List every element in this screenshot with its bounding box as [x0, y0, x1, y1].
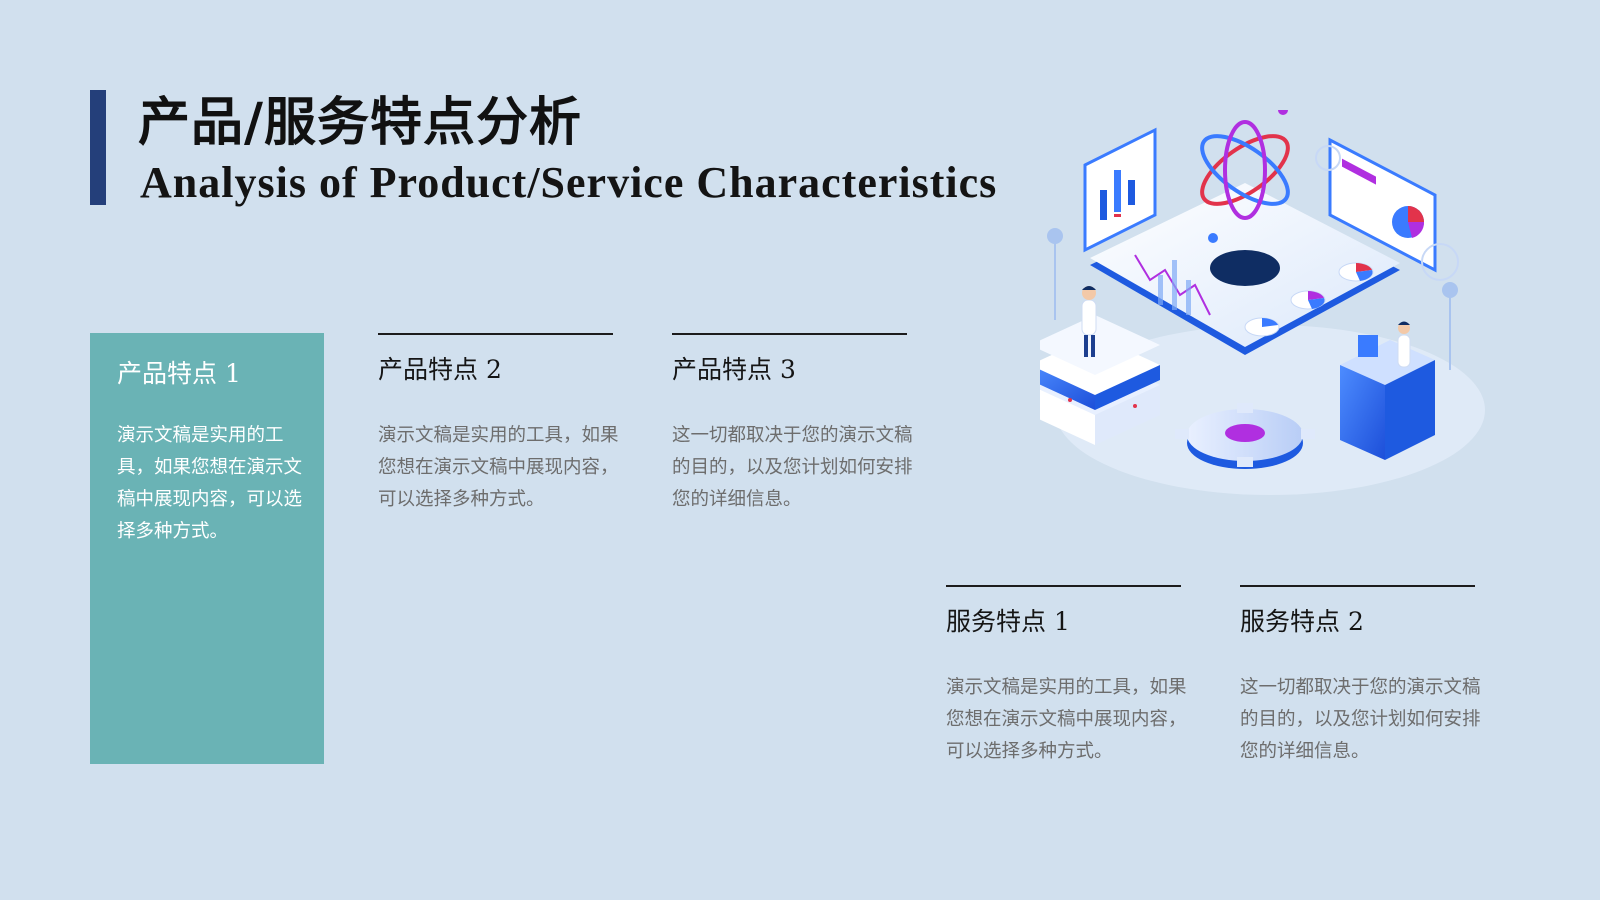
- page-subtitle: Analysis of Product/Service Characterist…: [140, 158, 998, 207]
- feature-description: 这一切都取决于您的演示文稿的目的，以及您计划如何安排您的详细信息。: [672, 425, 913, 510]
- feature-description: 演示文稿是实用的工具，如果您想在演示文稿中展现内容，可以选择多种方式。: [946, 677, 1187, 762]
- gear-icon: [1175, 403, 1315, 469]
- feature-title: 服务特点 2: [1240, 607, 1364, 636]
- divider-line: [672, 333, 907, 335]
- feature-description: 演示文稿是实用的工具，如果您想在演示文稿中展现内容，可以选择多种方式。: [117, 425, 303, 542]
- isometric-data-lab-illustration-icon: [1040, 110, 1485, 495]
- page-title: 产品/服务特点分析: [138, 92, 582, 153]
- divider-line: [946, 585, 1181, 587]
- bar-chart-panel-icon: [1083, 127, 1157, 253]
- person-left-icon: [1081, 286, 1097, 357]
- feature-title: 产品特点 1: [117, 359, 241, 388]
- feature-description: 演示文稿是实用的工具，如果您想在演示文稿中展现内容，可以选择多种方式。: [378, 425, 619, 510]
- title-accent-bar: [90, 90, 106, 205]
- server-stack-icon: [1040, 315, 1160, 445]
- service-feature-card-1: 服务特点 1 演示文稿是实用的工具，如果您想在演示文稿中展现内容，可以选择多种方…: [946, 585, 1187, 775]
- feature-title: 产品特点 3: [672, 355, 796, 384]
- workstation-icon: [1340, 321, 1435, 460]
- divider-line: [378, 333, 613, 335]
- product-feature-card-3: 产品特点 3 这一切都取决于您的演示文稿的目的，以及您计划如何安排您的详细信息。: [672, 333, 913, 523]
- feature-description: 这一切都取决于您的演示文稿的目的，以及您计划如何安排您的详细信息。: [1240, 677, 1481, 762]
- platform: [1090, 183, 1400, 355]
- feature-title: 产品特点 2: [378, 355, 502, 384]
- divider-line: [1240, 585, 1475, 587]
- atom-icon: [1200, 110, 1290, 243]
- service-feature-card-2: 服务特点 2 这一切都取决于您的演示文稿的目的，以及您计划如何安排您的详细信息。: [1240, 585, 1481, 775]
- report-panel-icon: [1328, 137, 1437, 273]
- product-feature-card-1: 产品特点 1 演示文稿是实用的工具，如果您想在演示文稿中展现内容，可以选择多种方…: [90, 333, 324, 764]
- product-feature-card-2: 产品特点 2 演示文稿是实用的工具，如果您想在演示文稿中展现内容，可以选择多种方…: [378, 333, 619, 523]
- feature-title: 服务特点 1: [946, 607, 1070, 636]
